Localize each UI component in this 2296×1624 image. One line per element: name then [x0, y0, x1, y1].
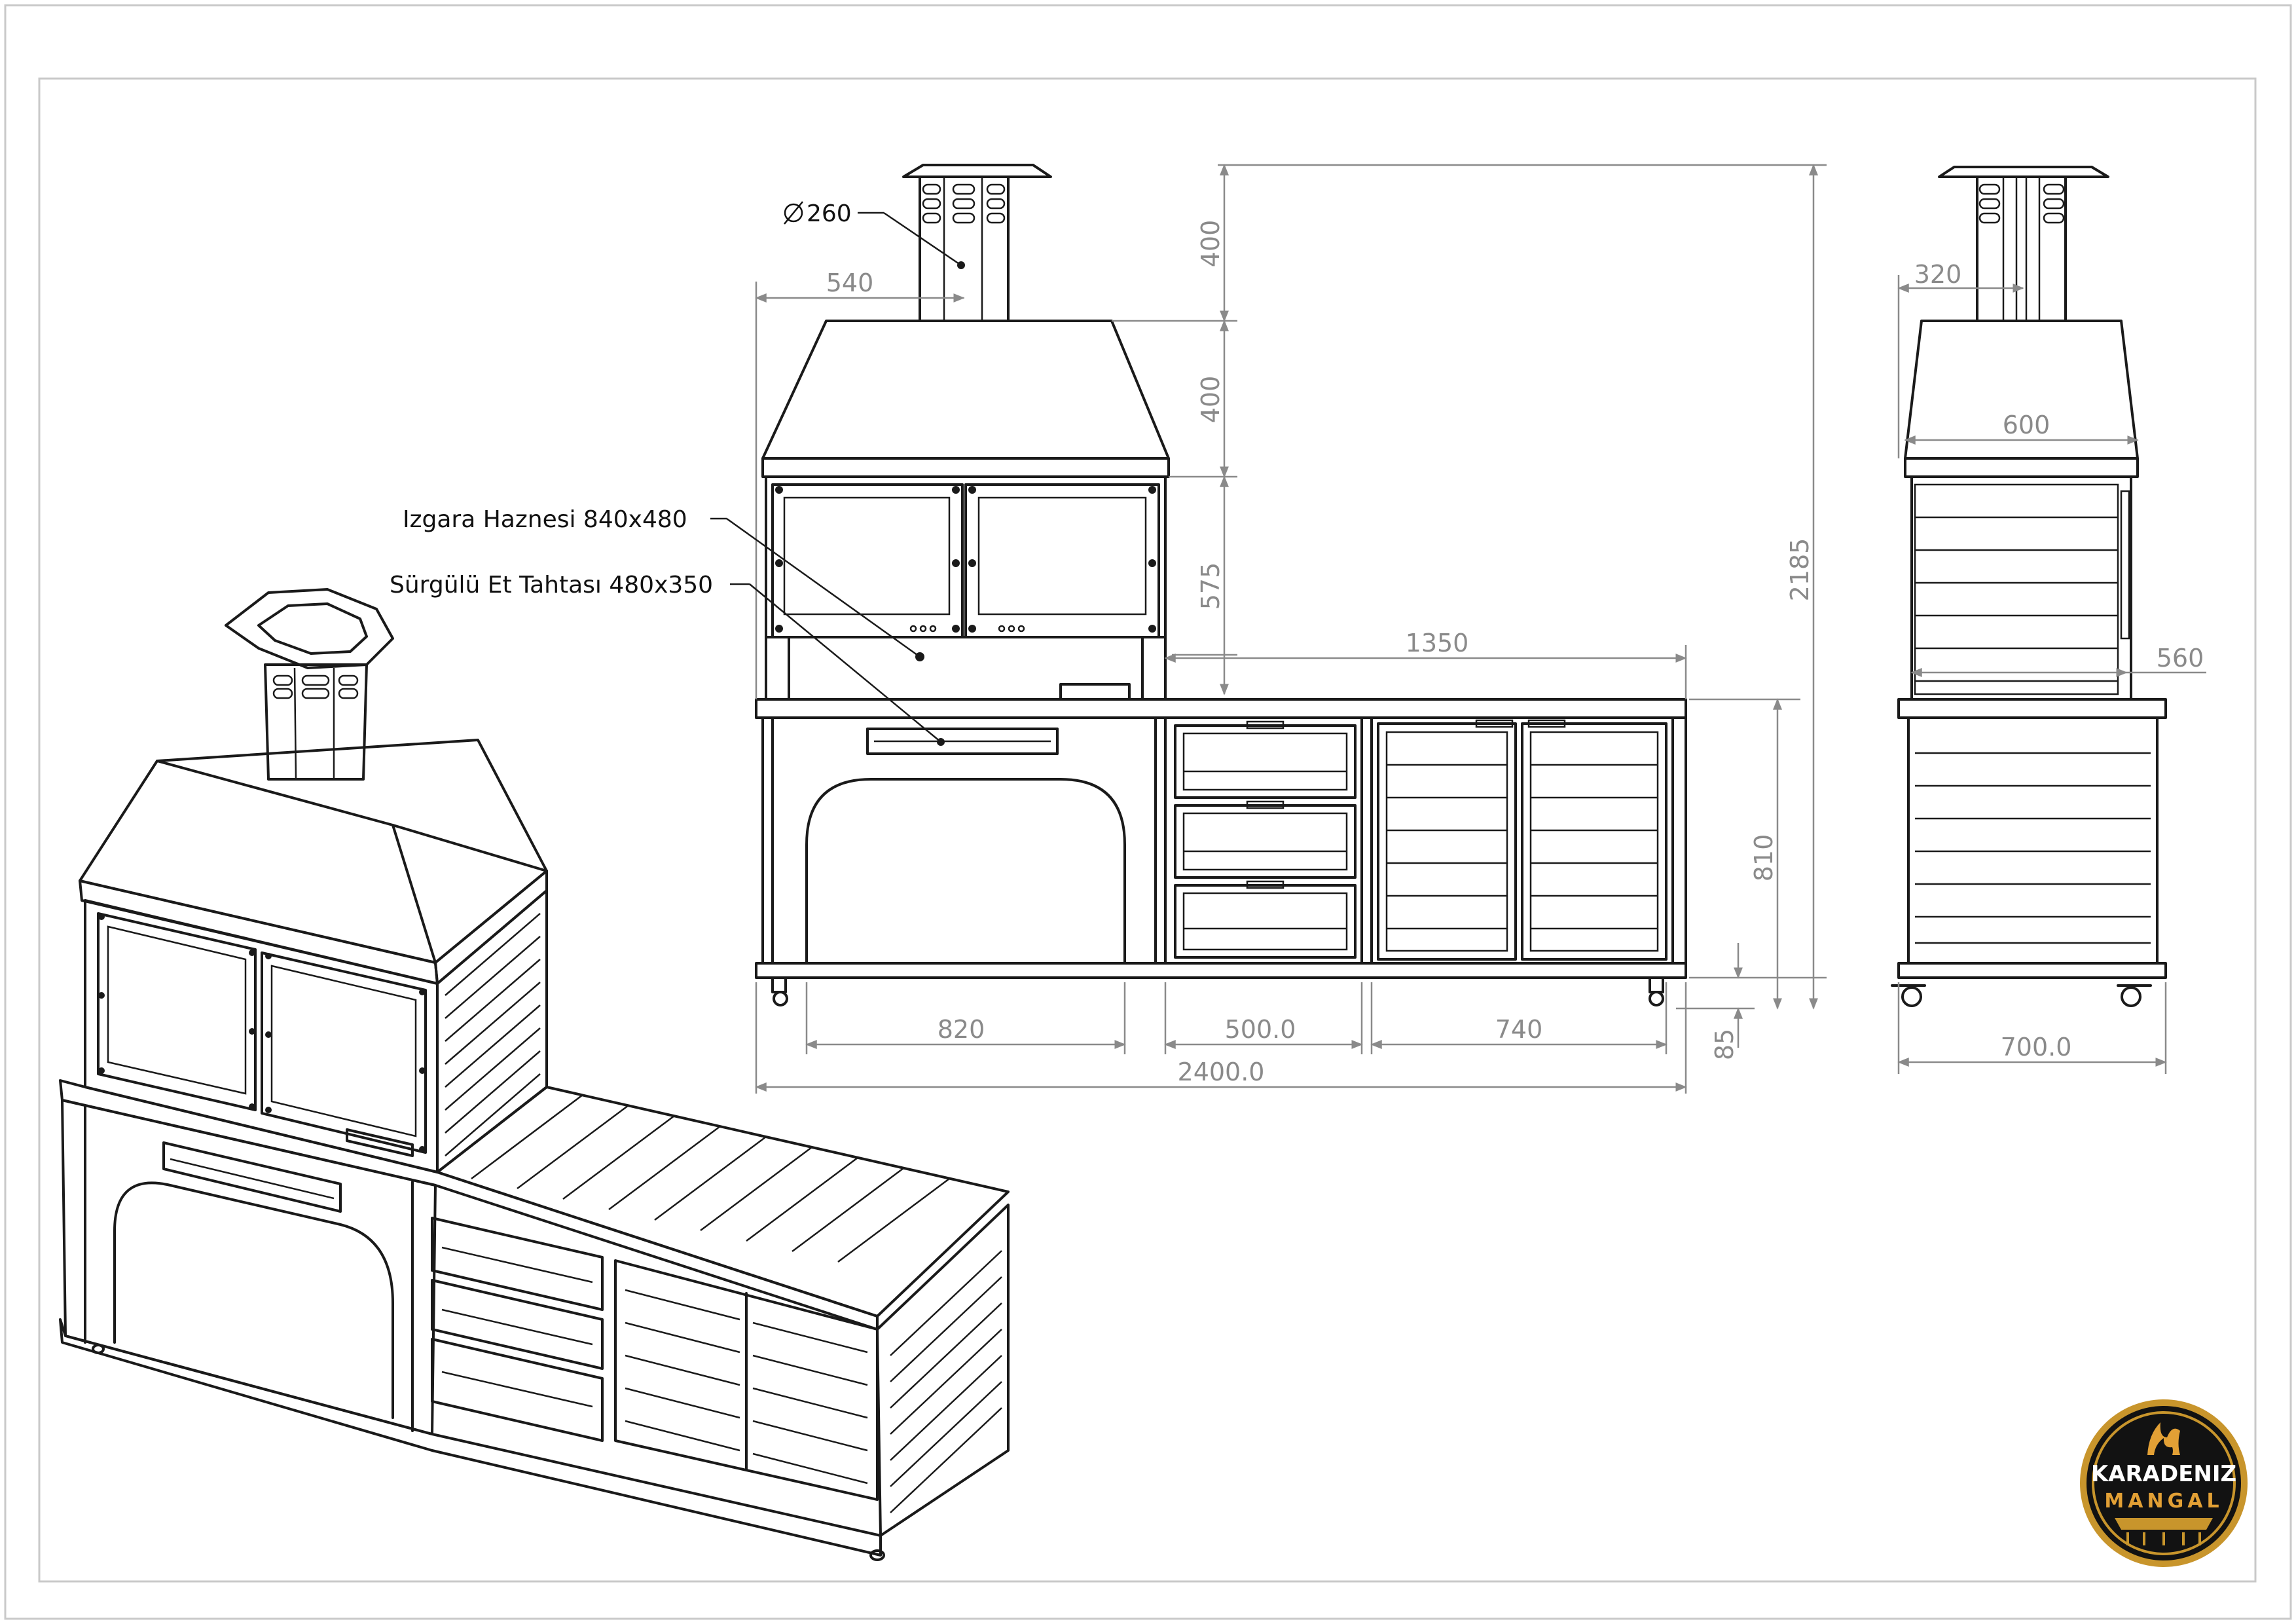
label-izgara-haznesi: Izgara Haznesi 840x480: [403, 506, 687, 533]
diameter-callout: 260: [784, 200, 965, 269]
dim-counter-height: 810: [1749, 834, 1778, 882]
dim-counter-length: 1350: [1406, 629, 1469, 657]
dim-chimney-height: 400: [1196, 220, 1225, 268]
dim-drawer-width: 500.0: [1225, 1015, 1296, 1044]
dim-side-body: 560: [2157, 644, 2204, 673]
leader-labels: Izgara Haznesi 840x480 Sürgülü Et Tahtas…: [390, 506, 941, 743]
dim-cabinet-width: 740: [1495, 1015, 1543, 1044]
front-dimensions: 400 400 575 2185 810 85 540 1350 820 500…: [755, 164, 1827, 1094]
wheel: [771, 976, 1664, 1006]
logo-line2: MANGAL: [2104, 1490, 2223, 1513]
inner-border: [38, 77, 2257, 1583]
dim-grill-height: 575: [1196, 563, 1225, 610]
dim-arch-width: 820: [938, 1015, 985, 1044]
dim-side-chimney: 320: [1914, 260, 1962, 289]
front-view: [755, 164, 1687, 1006]
side-dimensions: 320 600 560 700.0: [1897, 260, 2206, 1074]
dim-total-width: 2400.0: [1178, 1058, 1265, 1086]
side-view: [1891, 166, 2167, 1007]
dim-side-hood: 600: [2003, 411, 2050, 439]
dim-base-height: 85: [1710, 1029, 1739, 1060]
chimney-diameter-label: 260: [807, 200, 852, 227]
karadeniz-mangal-logo: KARADENIZ MANGAL: [2080, 1399, 2248, 1567]
flame-icon: [2147, 1422, 2180, 1455]
cabinet-doors: [1377, 719, 1667, 961]
outer-border: [4, 4, 2292, 1620]
dim-hood-height: 400: [1196, 376, 1225, 424]
isometric-view: [59, 588, 1010, 1561]
dim-side-depth: 700.0: [2001, 1033, 2072, 1061]
dim-chimney-offset: 540: [826, 268, 874, 297]
drawer-stack: [1174, 720, 1357, 959]
dim-total-height: 2185: [1785, 538, 1814, 602]
logo-line1: KARADENIZ: [2091, 1461, 2236, 1487]
grill-icon: [2115, 1518, 2213, 1545]
label-surgulu-et-tahtasi: Sürgülü Et Tahtası 480x350: [390, 572, 713, 599]
